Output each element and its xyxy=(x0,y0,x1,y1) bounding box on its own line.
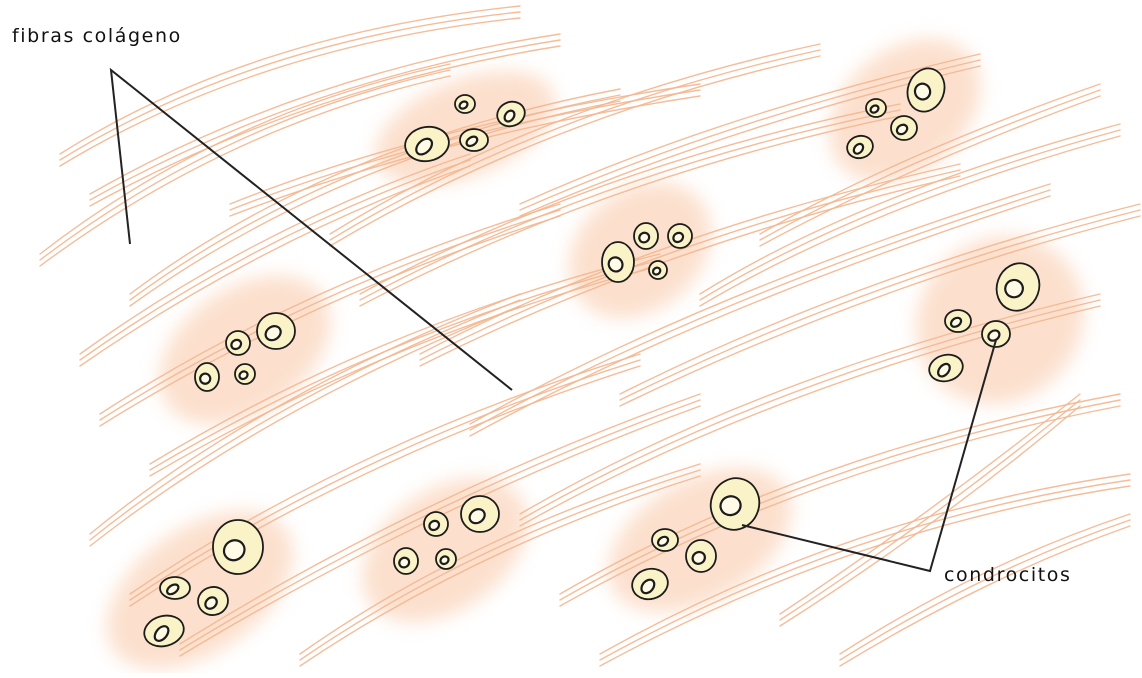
chondrocyte xyxy=(460,129,488,151)
chondrocyte xyxy=(668,224,692,248)
chondrocyte xyxy=(686,540,716,572)
lacuna-halo xyxy=(542,154,739,346)
collagen-fiber xyxy=(840,526,1130,666)
collagen-fiber xyxy=(130,101,620,306)
chondrocyte xyxy=(634,223,658,249)
chondrocyte xyxy=(257,313,295,349)
collagen-fiber xyxy=(840,520,1130,660)
chondrocyte xyxy=(652,529,678,551)
chondrocyte xyxy=(602,242,634,282)
chondrocyte xyxy=(160,577,190,599)
fibras-colageno-label: fibras colágeno xyxy=(12,27,182,46)
chondrocyte xyxy=(394,548,418,574)
condrocitos-label: condrocitos xyxy=(944,566,1072,585)
chondrocyte xyxy=(213,520,263,574)
chondrocyte xyxy=(235,364,255,384)
chondrocyte xyxy=(436,549,456,569)
chondrocyte xyxy=(226,331,250,355)
collagen-fiber xyxy=(780,400,1080,620)
chondrocyte xyxy=(461,496,499,532)
chondrocyte xyxy=(866,99,886,117)
chondrocyte xyxy=(455,95,475,113)
chondrocyte xyxy=(424,512,448,536)
chondrocyte xyxy=(891,116,917,140)
chondrocyte xyxy=(945,310,971,332)
chondrocyte xyxy=(649,261,667,279)
chondrocyte xyxy=(195,363,219,391)
